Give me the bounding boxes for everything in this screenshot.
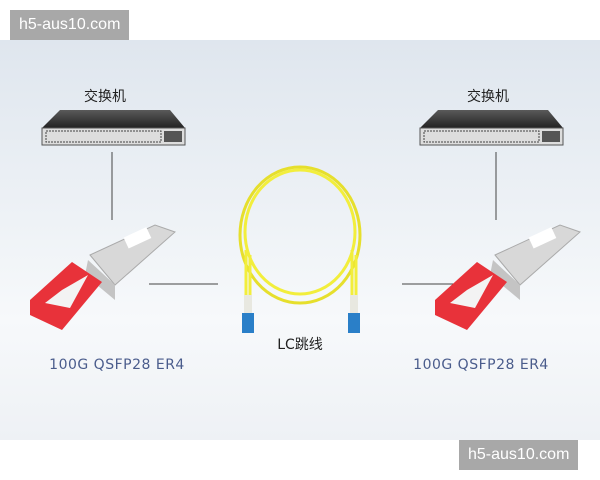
lc-connector-left [242, 295, 254, 333]
right-qsfp28-module [435, 224, 581, 330]
left-module-label: 100G QSFP28 ER4 [49, 357, 185, 373]
cable-label: LC跳线 [277, 337, 323, 353]
lc-connector-right [348, 295, 360, 333]
left-qsfp28-module [30, 224, 176, 330]
right-switch-label: 交换机 [467, 89, 509, 105]
right-switch [419, 110, 564, 146]
left-switch [41, 110, 186, 146]
lc-patch-cable [238, 165, 362, 305]
watermark-bottom-right: h5-aus10.com [459, 440, 579, 470]
diagram-background [0, 40, 600, 440]
left-switch-label: 交换机 [84, 89, 126, 105]
right-module-label: 100G QSFP28 ER4 [413, 357, 549, 373]
watermark-top-left: h5-aus10.com [10, 10, 130, 40]
